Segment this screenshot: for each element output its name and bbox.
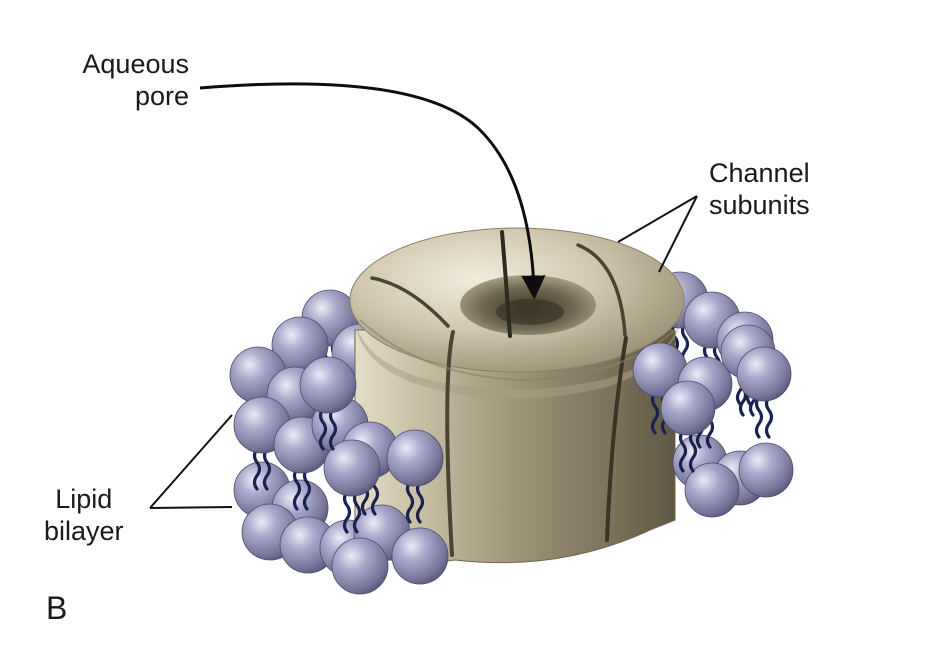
lipid-tail bbox=[678, 429, 688, 473]
channel-subunits-label-line-2: subunits bbox=[709, 190, 810, 220]
aqueous-pore-label: Aqueous pore bbox=[82, 48, 189, 112]
lipid-tail bbox=[342, 490, 352, 534]
lipid-head bbox=[684, 462, 740, 518]
lipid-tail bbox=[252, 447, 262, 491]
aqueous-pore-arrow bbox=[199, 82, 546, 300]
lipid-head bbox=[391, 527, 449, 585]
lipid-head bbox=[660, 380, 716, 436]
lipid-bilayer-label: Lipid bilayer bbox=[44, 483, 124, 547]
lipid-bilayer-front bbox=[229, 324, 794, 595]
lipid-head bbox=[331, 537, 389, 595]
lipid-tail bbox=[754, 395, 764, 439]
channel-subunits-label: Channel subunits bbox=[709, 157, 810, 221]
lipid-bilayer-leader-line bbox=[149, 506, 233, 509]
lipid-head bbox=[736, 346, 792, 402]
lipid-tail bbox=[318, 407, 328, 451]
channel-subunits-label-line-1: Channel bbox=[709, 158, 810, 188]
lipid-head bbox=[386, 429, 444, 487]
lipid-tail bbox=[302, 467, 312, 511]
lipid-bilayer-label-line-1: Lipid bbox=[55, 484, 113, 514]
lipid-tail bbox=[292, 467, 302, 511]
lipid-head bbox=[299, 356, 357, 414]
channel-subunits-leader-line bbox=[658, 195, 698, 273]
lipid-bilayer-label-line-2: bilayer bbox=[44, 516, 124, 546]
lipid-head bbox=[323, 439, 381, 497]
lipid-tail bbox=[415, 480, 425, 524]
lipid-head bbox=[738, 442, 794, 498]
lipid-tail bbox=[764, 395, 774, 439]
lipid-tail bbox=[328, 407, 338, 451]
lipid-tail bbox=[262, 447, 272, 491]
lipid-tail bbox=[405, 480, 415, 524]
aqueous-pore-label-line-1: Aqueous bbox=[82, 49, 189, 79]
aqueous-pore-label-line-2: pore bbox=[134, 81, 189, 111]
lipid-tail bbox=[352, 490, 362, 534]
channel-subunits-leader-line bbox=[617, 195, 698, 243]
lipid-tail bbox=[688, 429, 698, 473]
lipid-tail bbox=[650, 391, 660, 435]
channel-protein bbox=[349, 227, 685, 566]
lipid-bilayer-leader-line bbox=[149, 414, 233, 509]
panel-letter: B bbox=[46, 590, 68, 626]
